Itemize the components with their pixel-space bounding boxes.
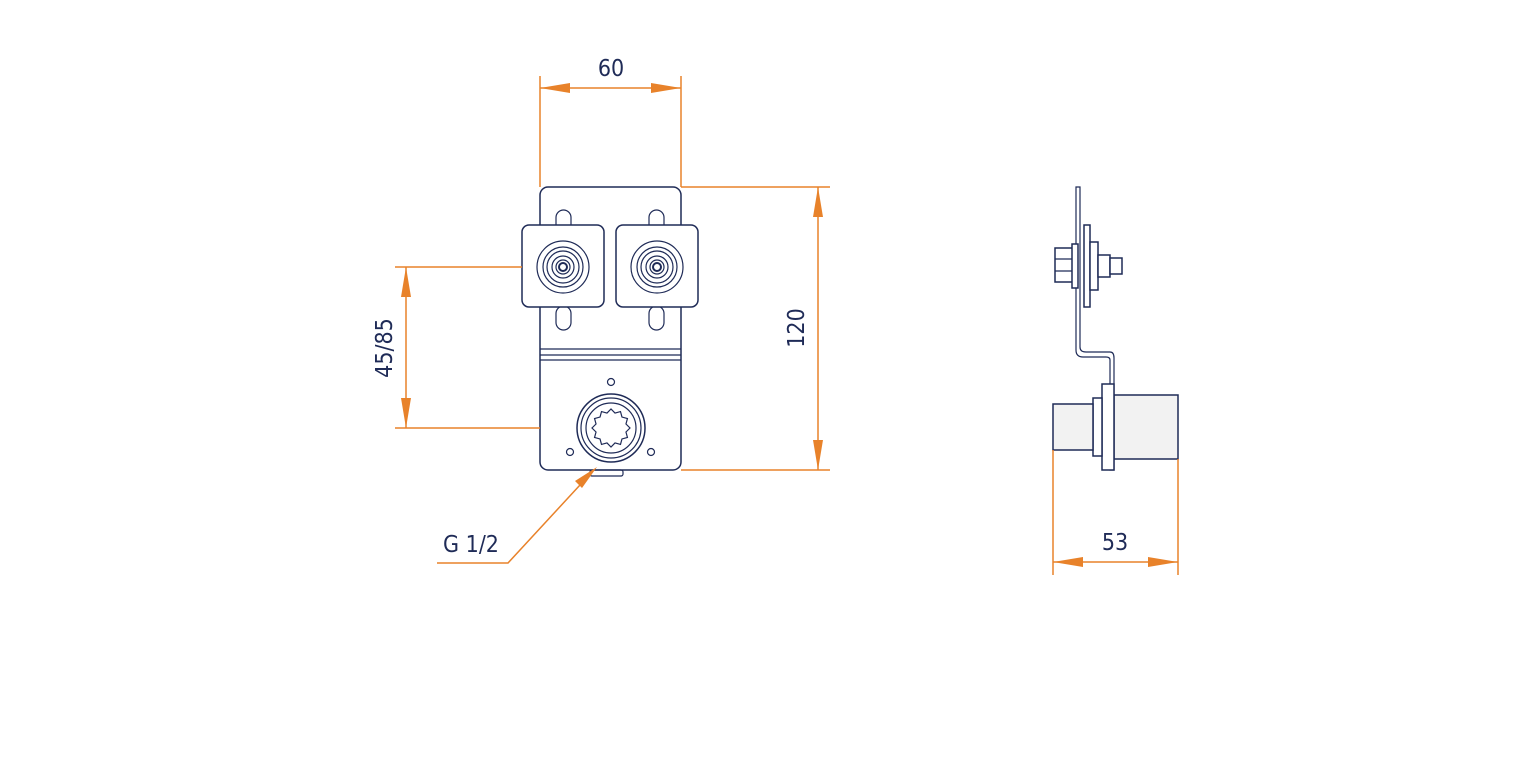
dimension-depth: 53 [1052, 450, 1179, 575]
leader-line [437, 471, 593, 564]
side-view [1052, 186, 1179, 471]
arrowhead [1053, 557, 1083, 567]
outlet-inner-gear [591, 408, 631, 448]
dimension-label-center-distance: 45/85 [372, 318, 398, 378]
dimension-center-distance: 45/85 [372, 266, 540, 429]
side-lower-thread [1052, 403, 1094, 451]
thread-callout: G 1/2 [437, 467, 597, 564]
arrowhead [813, 440, 823, 470]
dimension-label-height: 120 [784, 308, 810, 348]
arrowhead [401, 267, 411, 297]
left-connector [521, 224, 605, 308]
arrowhead [575, 467, 597, 488]
dimension-label-width: 60 [598, 56, 624, 82]
thread-label: G 1/2 [443, 532, 499, 558]
small-hole-top [606, 377, 616, 387]
side-lower-nut [1092, 397, 1103, 457]
right-connector [615, 224, 699, 308]
arrowhead [651, 83, 681, 93]
side-lower-body [1113, 394, 1179, 460]
arrowhead [401, 398, 411, 428]
outlet-stub [589, 469, 624, 477]
side-upper-body [1083, 224, 1091, 308]
dimension-label-depth: 53 [1102, 530, 1128, 556]
front-view [521, 186, 699, 477]
arrowhead [540, 83, 570, 93]
side-upper-tip [1109, 257, 1123, 275]
side-upper-thread [1097, 254, 1111, 278]
threaded-outlet [576, 393, 646, 463]
dimension-width: 60 [539, 56, 682, 187]
dimension-height: 120 [681, 186, 830, 471]
small-hole-right [646, 447, 656, 457]
arrowhead [1148, 557, 1178, 567]
side-upper-washer [1071, 243, 1079, 289]
arrowhead [813, 187, 823, 217]
side-upper-nut [1089, 241, 1099, 291]
small-hole-left [565, 447, 575, 457]
side-lower-flange [1101, 383, 1115, 471]
